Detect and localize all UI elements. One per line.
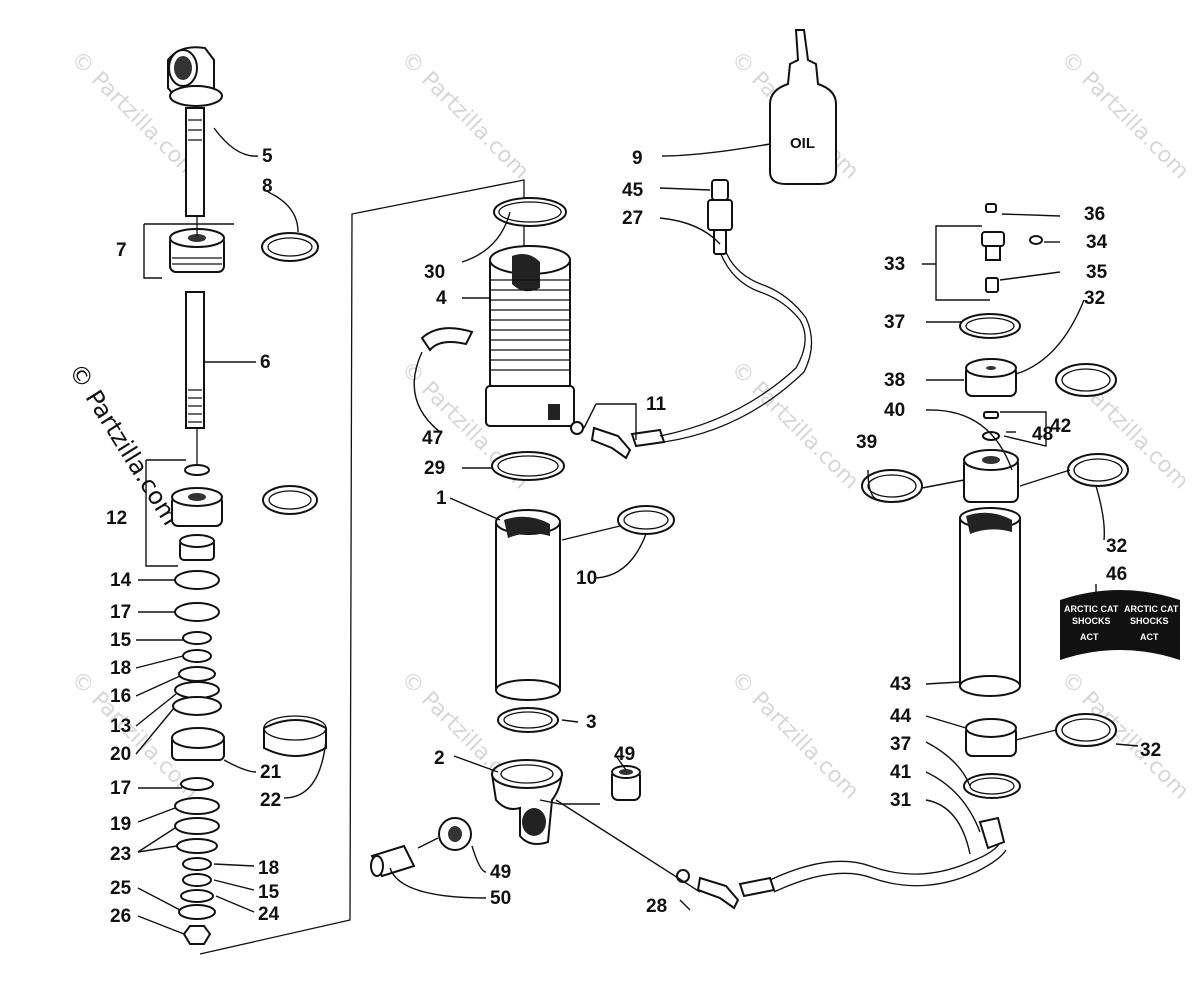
callout-45: 45 [622,180,644,201]
leader-lines [135,127,1139,935]
callout-34: 34 [1086,232,1108,253]
decal-line1: ARCTIC CAT [1124,604,1179,614]
callout-27: 27 [622,208,643,229]
callout-16: 16 [110,686,131,707]
callout-24: 24 [258,904,280,925]
callout-47: 47 [422,428,443,449]
callout-37b: 37 [890,734,911,755]
decal-line1: ARCTIC CAT [1064,604,1119,614]
callout-2: 2 [434,748,445,769]
o-ring-8 [261,232,319,262]
callout-14: 14 [110,570,132,591]
side-watermark: © Partzilla.com [63,358,185,530]
callout-3: 3 [586,712,597,733]
callout-1: 1 [436,488,447,509]
watermark: © Partzilla.com [1056,47,1194,185]
watermark: © Partzilla.com [396,47,534,185]
callout-38: 38 [884,370,905,391]
callout-5: 5 [262,146,273,167]
callout-26: 26 [110,906,131,927]
callout-48: 48 [1032,424,1053,445]
callout-17b: 17 [110,778,131,799]
decal-line2: SHOCKS [1072,616,1111,626]
callout-32: 32 [1084,288,1105,309]
shaft-assembly [167,46,225,945]
o-ring-12 [262,485,318,515]
callout-15: 15 [110,630,132,651]
callout-49: 49 [614,744,635,765]
callout-30: 30 [424,262,445,283]
callout-15b: 15 [258,882,280,903]
hose-assembly [570,179,813,460]
callout-31: 31 [890,790,912,811]
oil-label: OIL [790,135,815,152]
callout-28: 28 [646,896,667,917]
callout-41: 41 [890,762,912,783]
reservoir-assembly [861,203,1129,799]
callout-labels: 5 8 7 6 12 14 17 15 18 16 13 20 21 22 17… [106,146,1161,927]
callout-20: 20 [110,744,131,765]
shock-body-assembly [370,197,675,878]
callout-32b: 32 [1106,536,1127,557]
callout-12: 12 [106,508,127,529]
callout-8: 8 [262,176,273,197]
bottom-hose [676,816,1007,910]
callout-6: 6 [260,352,271,373]
callout-9: 9 [632,148,643,169]
callout-4: 4 [436,288,447,309]
callout-49b: 49 [490,862,511,883]
watermark: © Partzilla.com [726,357,864,495]
callout-19: 19 [110,814,131,835]
callout-25: 25 [110,878,132,899]
decal-line2: SHOCKS [1130,616,1169,626]
callout-32c: 32 [1140,740,1161,761]
callout-40: 40 [884,400,905,421]
decal-logo: ACT [1140,632,1159,642]
callout-44: 44 [890,706,912,727]
callout-33: 33 [884,254,905,275]
callout-46: 46 [1106,564,1127,585]
decal-logo: ACT [1080,632,1099,642]
callout-29: 29 [424,458,445,479]
callout-37: 37 [884,312,905,333]
callout-39: 39 [856,432,877,453]
callout-22: 22 [260,790,281,811]
arctic-cat-decal: ARCTIC CAT SHOCKS ACT ARCTIC CAT SHOCKS … [1060,590,1180,660]
callout-42: 42 [1050,416,1071,437]
callout-17: 17 [110,602,131,623]
callout-23: 23 [110,844,131,865]
watermark: © Partzilla.com [726,667,864,805]
callout-7: 7 [116,240,127,261]
callout-11: 11 [646,394,667,415]
callout-10: 10 [576,568,597,589]
callout-21: 21 [260,762,282,783]
oil-bottle: OIL [769,29,837,185]
callout-43: 43 [890,674,911,695]
callout-13: 13 [110,716,131,737]
callout-18: 18 [110,658,131,679]
callout-36: 36 [1084,204,1105,225]
wear-band-22 [263,715,327,757]
callout-35: 35 [1086,262,1108,283]
callout-50: 50 [490,888,511,909]
watermarks: © Partzilla.com © Partzilla.com © Partzi… [66,47,1194,805]
callout-18b: 18 [258,858,279,879]
